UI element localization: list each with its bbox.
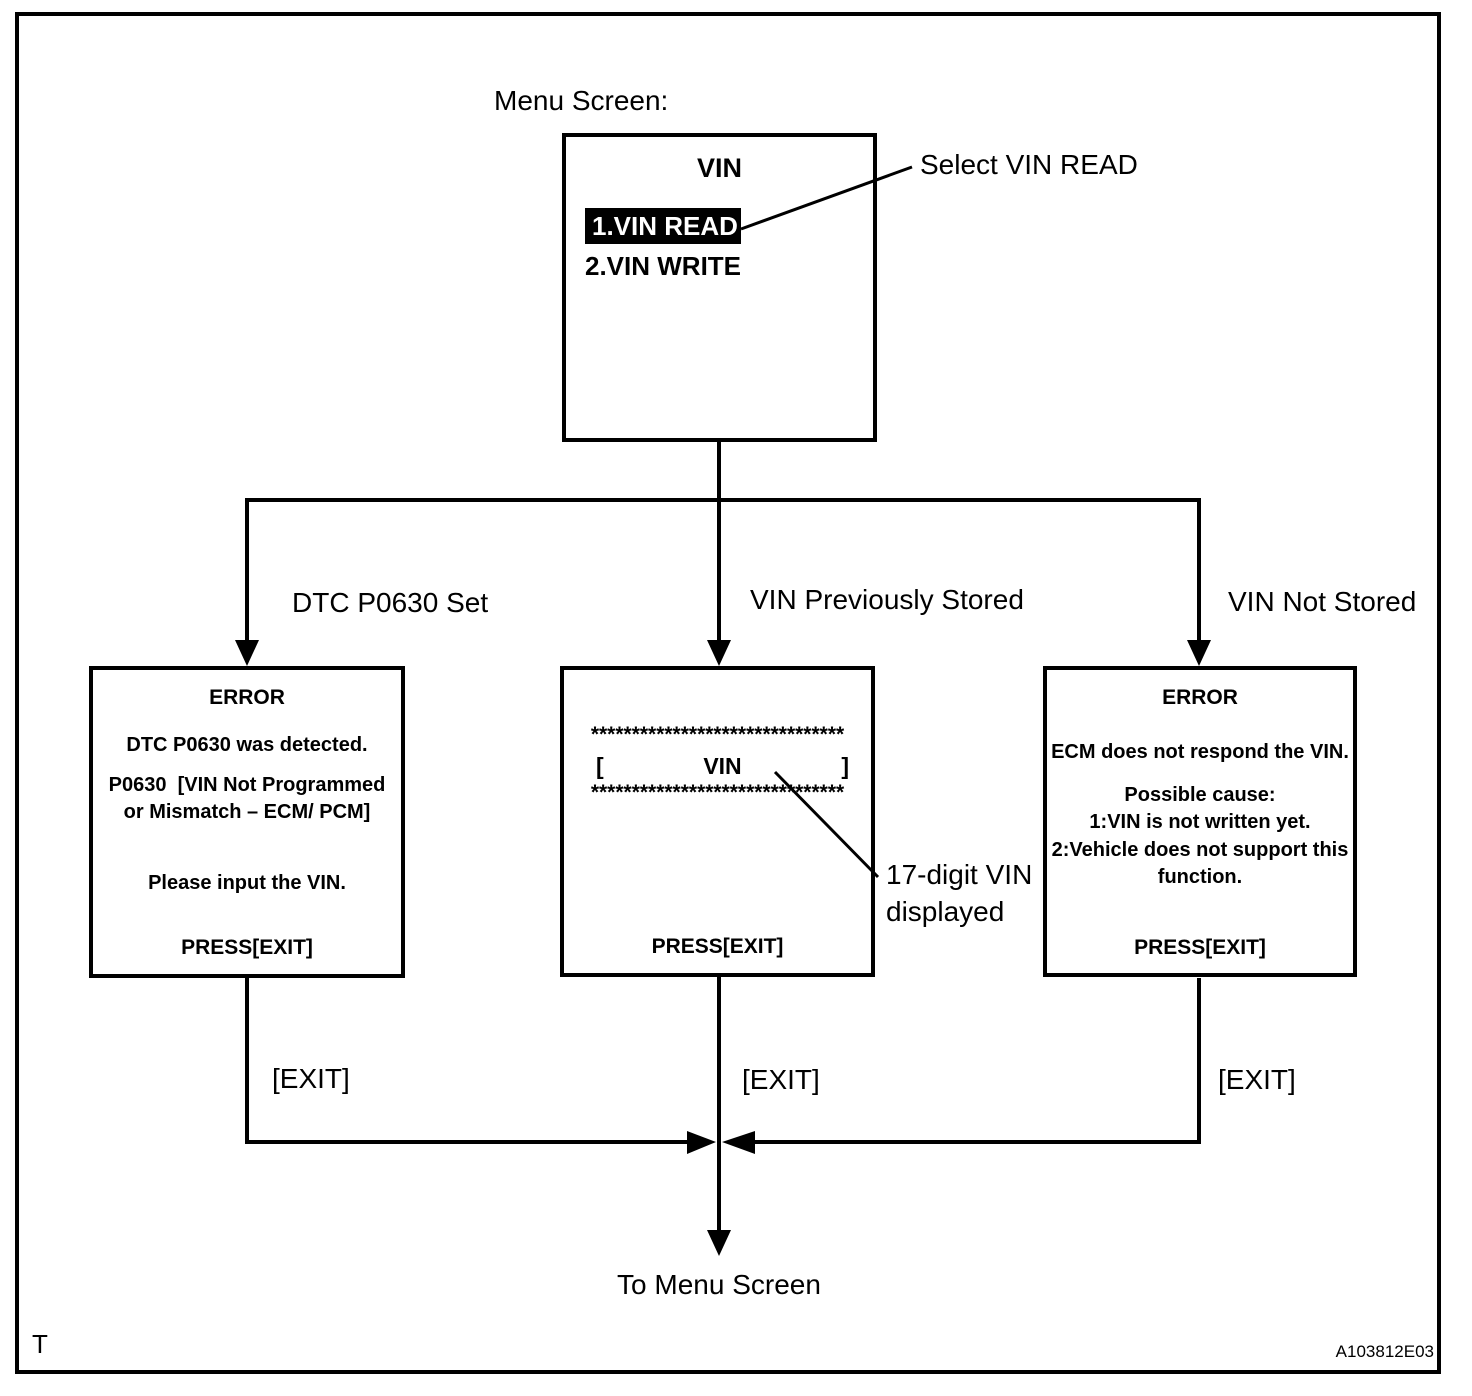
vin-digits-annotation: 17-digit VIN displayed [886, 856, 1032, 930]
no-response-error-screen-box: ERROR ECM does not respond the VIN. Poss… [1043, 666, 1357, 977]
vin-bracket-close: ] [841, 753, 849, 779]
dtc-error-line: DTC P0630 was detected. [126, 734, 368, 756]
menu-item-vin-read: 1.VIN READ [585, 208, 741, 244]
vin-press-exit: PRESS[EXIT] [651, 935, 784, 958]
no-response-line: function. [1157, 866, 1243, 888]
no-response-title: ERROR [1162, 686, 1238, 709]
dtc-error-press-exit: PRESS[EXIT] [181, 936, 313, 959]
vin-value-label: VIN [703, 753, 742, 779]
menu-screen-label: Menu Screen: [494, 85, 669, 116]
vin-stars-row-bottom: ******************************* [590, 781, 845, 804]
branch-label-vin-not-stored: VIN Not Stored [1228, 586, 1417, 617]
no-response-line: 2:Vehicle does not support this [1051, 839, 1349, 861]
menu-screen-box: VIN 1.VIN READ 2.VIN WRITE [562, 133, 877, 442]
no-response-press-exit: PRESS[EXIT] [1134, 936, 1266, 959]
no-response-line: Possible cause: [1124, 784, 1276, 806]
to-menu-screen-label: To Menu Screen [617, 1269, 821, 1300]
page-marker-t: T [32, 1329, 48, 1359]
exit-label-middle: [EXIT] [742, 1064, 820, 1095]
exit-label-left: [EXIT] [272, 1063, 350, 1094]
dtc-error-line: or Mismatch – ECM/ PCM] [123, 801, 371, 823]
no-response-line: ECM does not respond the VIN. [1051, 741, 1349, 763]
branch-label-vin-stored: VIN Previously Stored [750, 584, 1024, 615]
dtc-error-line: Please input the VIN. [148, 872, 346, 894]
vin-digits-annotation-line2: displayed [886, 896, 1005, 927]
figure-id: A103812E03 [1335, 1342, 1434, 1361]
vin-display-screen-box: ******************************* [ VIN ] … [560, 666, 875, 977]
vin-stars-row-top: ******************************* [590, 723, 845, 746]
no-response-line: 1:VIN is not written yet. [1089, 811, 1311, 833]
dtc-error-title: ERROR [209, 686, 285, 709]
menu-box-title: VIN [696, 153, 742, 183]
select-vin-read-annotation: Select VIN READ [920, 149, 1138, 180]
exit-label-right: [EXIT] [1218, 1064, 1296, 1095]
vin-bracket-open: [ [596, 753, 604, 779]
page-border [15, 12, 1441, 1374]
vin-bracket-row: [ VIN ] [596, 753, 849, 779]
branch-label-dtc-set: DTC P0630 Set [292, 587, 489, 618]
menu-item-vin-write: 2.VIN WRITE [585, 251, 742, 281]
dtc-error-line: P0630 [VIN Not Programmed [108, 774, 386, 796]
vin-digits-annotation-line1: 17-digit VIN [886, 859, 1033, 890]
dtc-error-screen-box: ERROR DTC P0630 was detected. P0630 [VIN… [89, 666, 405, 978]
